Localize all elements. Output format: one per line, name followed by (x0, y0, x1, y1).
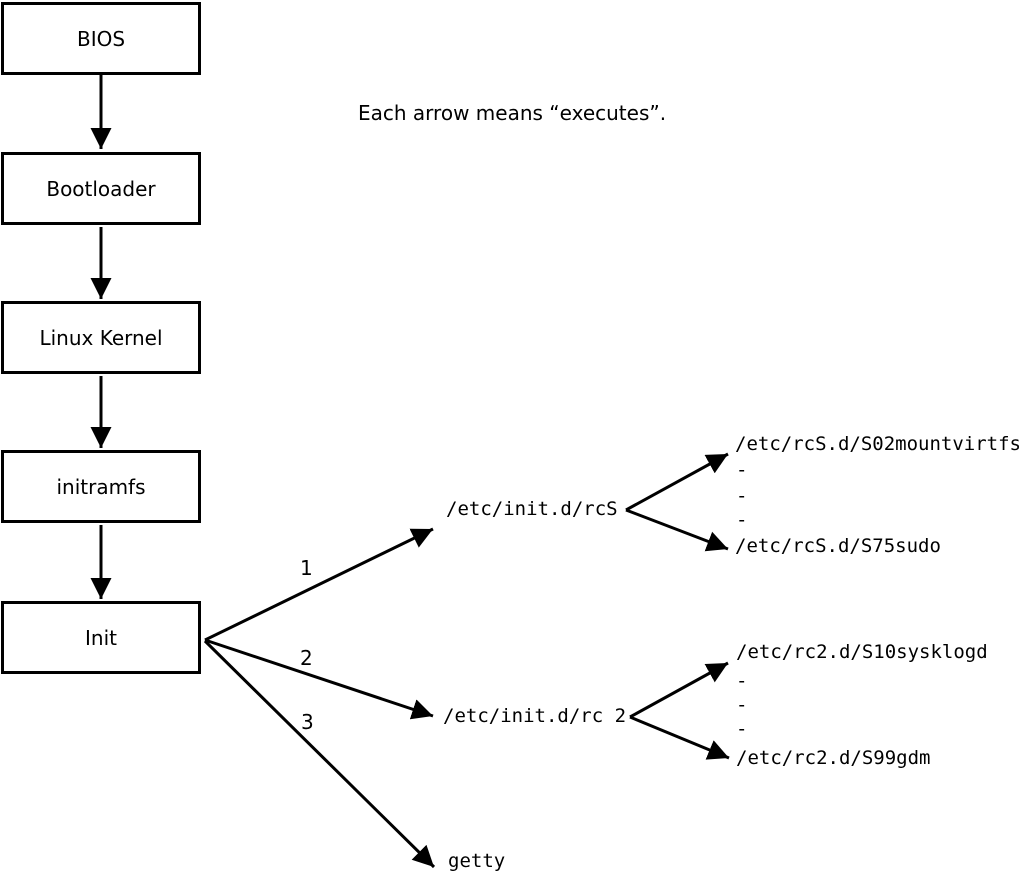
node-initramfs: initramfs (1, 450, 201, 523)
ellipsis-dash: - (736, 694, 748, 716)
ellipsis-dash: - (736, 459, 748, 481)
node-getty: getty (448, 850, 506, 872)
node-rc2-d-s10sysklogd: /etc/rc2.d/S10sysklogd (736, 641, 988, 663)
arrow-rc2-to-s99gdm (629, 715, 730, 760)
ellipsis-dash: - (736, 509, 748, 531)
node-bootloader: Bootloader (1, 152, 201, 225)
caption-executes-note: Each arrow means “executes”. (358, 101, 667, 125)
arrow-rcs-to-s02mountvirtfs (625, 452, 729, 512)
node-bios-label: BIOS (76, 26, 126, 51)
node-linux-kernel-label: Linux Kernel (39, 325, 163, 350)
node-etc-init-d-rc2: /etc/init.d/rc 2 (443, 705, 627, 727)
node-initramfs-label: initramfs (56, 474, 146, 499)
node-bootloader-label: Bootloader (46, 176, 156, 201)
node-etc-init-d-rcs: /etc/init.d/rcS (446, 498, 618, 520)
ellipsis-dash: - (736, 718, 748, 740)
ellipsis-dash: - (736, 485, 748, 507)
arrow-rc2-to-s10sysklogd (629, 661, 729, 719)
node-rc2-d-s99gdm: /etc/rc2.d/S99gdm (736, 747, 931, 769)
edge-label-1: 1 (300, 556, 313, 580)
node-rcs-d-s02mountvirtfs: /etc/rcS.d/S02mountvirtfs (735, 433, 1021, 455)
edge-label-2: 2 (300, 646, 313, 670)
arrow-init-to-rcs (204, 527, 434, 642)
node-linux-kernel: Linux Kernel (1, 301, 201, 374)
node-init: Init (1, 601, 201, 674)
arrow-rcs-to-s75sudo (625, 508, 729, 552)
node-bios: BIOS (1, 2, 201, 75)
arrow-init-to-getty (203, 639, 436, 869)
node-rcs-d-s75sudo: /etc/rcS.d/S75sudo (735, 535, 941, 557)
edge-label-3: 3 (301, 710, 314, 734)
node-init-label: Init (85, 625, 117, 650)
ellipsis-dash: - (736, 670, 748, 692)
arrow-init-to-rc2 (204, 638, 434, 720)
